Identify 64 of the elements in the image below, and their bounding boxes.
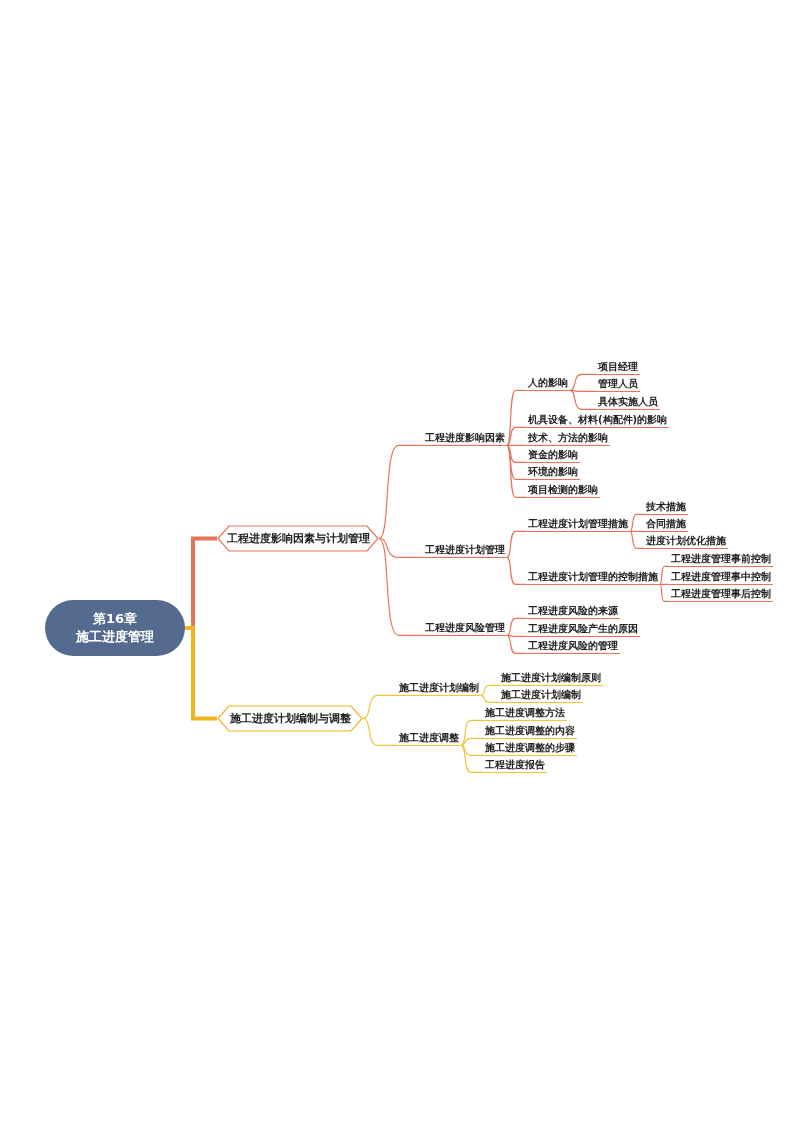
topic-label: 施工进度调整方法 <box>483 707 567 721</box>
topic-pill: 第16章 施工进度管理 <box>45 600 185 656</box>
topic-label: 施工进度调整 <box>397 732 461 746</box>
branch-curve <box>480 684 500 696</box>
branch-curve <box>506 444 527 498</box>
topic-label: 工程进度管理事前控制 <box>669 553 773 567</box>
branch-curve <box>506 617 527 636</box>
topic-label: 项目经理 <box>596 361 640 375</box>
branch-curve <box>569 373 597 391</box>
branch-curve <box>629 530 645 549</box>
topic-label: 工程进度风险的来源 <box>526 605 620 619</box>
branch-curve <box>506 426 527 446</box>
topic-label: 工程进度影响因素 <box>423 432 507 446</box>
branch-curve <box>362 694 398 720</box>
branch-curve <box>460 744 484 756</box>
branch-hexagon: 工程进度影响因素与计划管理 <box>217 525 379 552</box>
topic-label: 工程进度管理事后控制 <box>669 588 773 602</box>
branch-curve <box>460 719 484 746</box>
topic-label: 管理人员 <box>596 378 640 392</box>
branch-curve <box>378 537 424 636</box>
topic-label: 工程进度风险的管理 <box>526 640 620 654</box>
topic-label: 施工进度计划编制 <box>397 682 481 696</box>
topic-label: 工程进度风险管理 <box>423 622 507 636</box>
branch-connector <box>185 626 217 721</box>
topic-label: 环境的影响 <box>526 466 580 480</box>
topic-label: 技术措施 <box>644 501 688 515</box>
branch-curve <box>506 634 527 637</box>
branch-curve <box>362 717 398 746</box>
branch-curve <box>659 583 670 585</box>
topic-label: 人的影响 <box>526 377 570 391</box>
branch-curve <box>506 530 527 558</box>
topic-label: 工程进度风险产生的原因 <box>526 623 640 637</box>
topic-label: 资金的影响 <box>526 449 580 463</box>
topic-label: 工程进度管理事中控制 <box>669 571 773 585</box>
branch-hexagon: 施工进度计划编制与调整 <box>217 705 363 732</box>
branch-curve <box>569 389 597 392</box>
topic-label: 工程进度报告 <box>483 759 547 773</box>
topic-label: 工程进度计划管理的控制措施 <box>526 571 660 585</box>
branch-curve <box>506 444 527 446</box>
branch-curve <box>506 556 527 585</box>
branch-curve <box>480 694 500 703</box>
branch-curve <box>378 537 424 558</box>
branch-curve <box>629 513 645 532</box>
branch-curve <box>378 444 424 540</box>
branch-curve <box>460 737 484 746</box>
topic-label: 合同措施 <box>644 518 688 532</box>
branch-curve <box>659 583 670 602</box>
branch-curve <box>506 444 527 463</box>
topic-label: 工程进度计划管理 <box>423 544 507 558</box>
topic-label: 施工进度调整的内容 <box>483 725 577 739</box>
branch-curve <box>569 389 597 410</box>
branch-curve <box>659 565 670 585</box>
topic-label: 施工进度计划编制原则 <box>499 672 603 686</box>
topic-label: 技术、方法的影响 <box>526 432 610 446</box>
branch-curve <box>506 634 527 654</box>
topic-label: 项目检测的影响 <box>526 484 600 498</box>
topic-label: 具体实施人员 <box>596 396 660 410</box>
topic-label: 施工进度计划编制 <box>499 689 583 703</box>
branch-curve <box>629 530 645 532</box>
topic-label: 施工进度调整的步骤 <box>483 742 577 756</box>
branch-curve <box>460 744 484 773</box>
topic-label: 工程进度计划管理措施 <box>526 518 630 532</box>
topic-label: 机具设备、材料(构配件)的影响 <box>526 414 670 428</box>
topic-label: 进度计划优化措施 <box>644 535 728 549</box>
